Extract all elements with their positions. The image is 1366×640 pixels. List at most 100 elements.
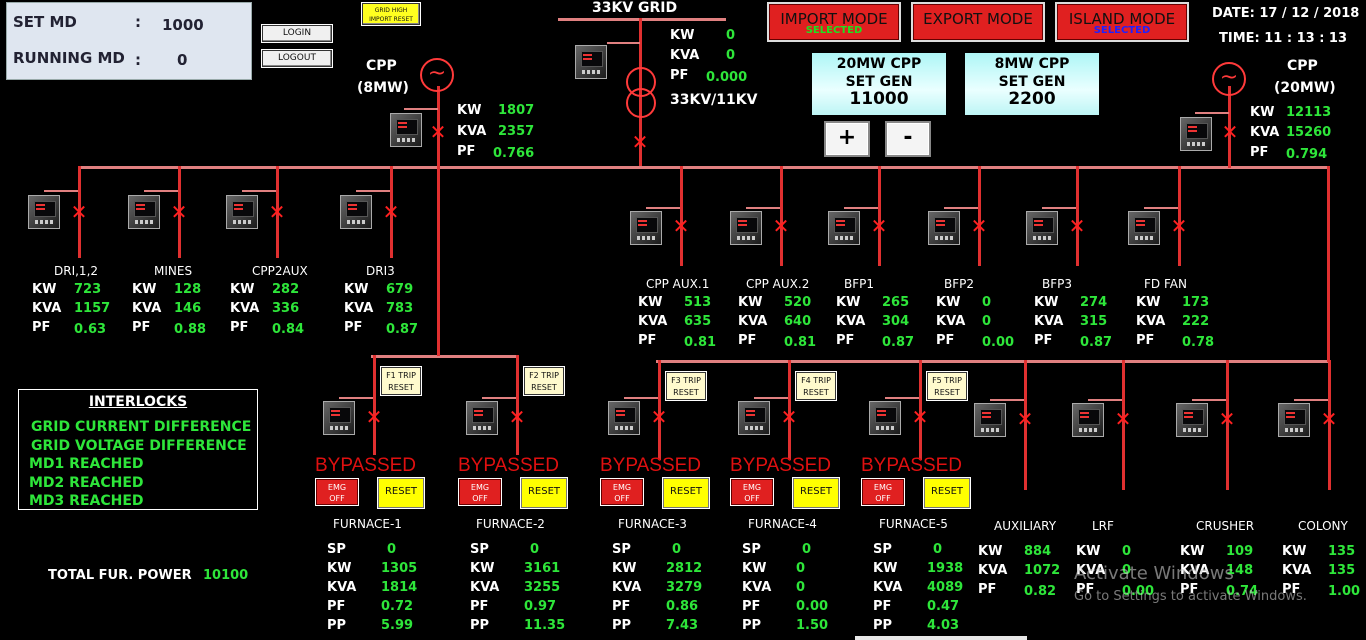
feeder-pf-value: 0.87 [882,335,915,350]
furnace-kw-label: KW [742,561,767,576]
import-mode-button[interactable]: IMPORT MODE SELECTED [767,2,901,42]
cpp20-generator-icon: ~ [1212,62,1246,96]
furnace-meter-icon[interactable] [608,401,640,435]
transformer-icon [626,67,656,118]
feeder-breaker-icon[interactable]: ✕ [1218,407,1236,431]
cpp8-kw-value: 1807 [498,103,535,118]
feeder-meter-link [944,207,978,209]
cpp8-meter-icon[interactable] [390,113,422,147]
furnace-breaker-icon[interactable]: ✕ [780,405,798,429]
grid-reset-label-1: GRID HIGH [374,7,408,14]
feeder-meter-link [1192,399,1226,401]
feeder-breaker-icon[interactable]: ✕ [70,200,88,224]
furnace-kw-label: KW [470,561,495,576]
furnace-reset-button[interactable]: RESET [923,477,971,509]
feeder-kva-label: KVA [132,301,162,316]
furnace-kw-value: 1938 [927,561,964,576]
feeder-pf-value: 0.81 [784,335,817,350]
furnace-bypassed-status: BYPASSED [600,455,702,476]
feeder-meter-icon[interactable] [974,403,1006,437]
right-riser-line [1327,166,1330,362]
feeder-meter-link [990,399,1024,401]
feeder-breaker-icon[interactable]: ✕ [382,200,400,224]
feeder-meter-icon[interactable] [1278,403,1310,437]
logout-button[interactable]: LOGOUT [262,50,332,67]
furnace-reset-button[interactable]: RESET [377,477,425,509]
furnace-meter-icon[interactable] [466,401,498,435]
cpp20-pf-label: PF [1250,145,1269,160]
feeder-breaker-icon[interactable]: ✕ [870,214,888,238]
feeder-breaker-icon[interactable]: ✕ [1170,214,1188,238]
feeder-kw-label: KW [344,282,369,297]
furnace-breaker-icon[interactable]: ✕ [508,405,526,429]
feeder-meter-icon[interactable] [630,211,662,245]
feeder-name: AUXILIARY [994,519,1057,533]
cpp20-breaker-icon[interactable]: ✕ [1221,120,1239,144]
feeder-meter-icon[interactable] [340,195,372,229]
furnace-meter-icon[interactable] [869,401,901,435]
feeder-breaker-icon[interactable]: ✕ [1114,407,1132,431]
plus-button[interactable]: + [824,121,870,157]
cpp20-meter-icon[interactable] [1180,117,1212,151]
feeder-meter-icon[interactable] [226,195,258,229]
feeder-pf-label: PF [32,320,51,335]
grid-meter-link [607,42,640,44]
feeder-breaker-icon[interactable]: ✕ [1320,407,1338,431]
feeder-pf-label: PF [1076,582,1095,597]
cpp20-setgen-box[interactable]: 20MW CPP SET GEN 11000 [812,53,946,115]
feeder-breaker-icon[interactable]: ✕ [1068,214,1086,238]
feeder-meter-icon[interactable] [1176,403,1208,437]
feeder-meter-icon[interactable] [928,211,960,245]
furnace-meter-icon[interactable] [738,401,770,435]
cpp20-kw-label: KW [1250,105,1275,120]
furnace-breaker-icon[interactable]: ✕ [365,405,383,429]
furnace-reset-button[interactable]: RESET [662,477,710,509]
feeder-meter-icon[interactable] [1072,403,1104,437]
feeder-breaker-icon[interactable]: ✕ [170,200,188,224]
furnace-name: FURNACE-3 [618,517,687,531]
feeder-meter-icon[interactable] [828,211,860,245]
feeder-meter-icon[interactable] [128,195,160,229]
island-mode-button[interactable]: ISLAND MODE SELECTED [1055,2,1189,42]
feeder-breaker-icon[interactable]: ✕ [772,214,790,238]
feeder-meter-icon[interactable] [1026,211,1058,245]
cpp8-setgen-box[interactable]: 8MW CPP SET GEN 2200 [965,53,1099,115]
grid-breaker-icon[interactable]: ✕ [631,130,649,154]
grid-pf-label: PF [670,68,689,83]
island-mode-label: ISLAND MODE [1068,10,1176,28]
furnace-breaker-icon[interactable]: ✕ [650,405,668,429]
furnace-meter-icon[interactable] [323,401,355,435]
feeder-kva-label: KVA [1282,563,1312,578]
furnace-reset-button[interactable]: RESET [792,477,840,509]
furnace-breaker-icon[interactable]: ✕ [911,405,929,429]
login-button[interactable]: LOGIN [262,25,332,42]
set-md-value[interactable]: 1000 [162,16,204,34]
feeder-drop-line [276,166,279,258]
feeder-meter-icon[interactable] [1128,211,1160,245]
feeder-breaker-icon[interactable]: ✕ [268,200,286,224]
feeder-meter-icon[interactable] [28,195,60,229]
furnace-kw-value: 0 [796,561,806,576]
furnace-drop-line [658,360,661,460]
furnace-reset-button[interactable]: RESET [520,477,568,509]
feeder-meter-icon[interactable] [730,211,762,245]
feeder-breaker-icon[interactable]: ✕ [1016,407,1034,431]
minus-button[interactable]: - [885,121,931,157]
feeder-breaker-icon[interactable]: ✕ [970,214,988,238]
feeder-breaker-icon[interactable]: ✕ [672,214,690,238]
grid-high-import-reset-button[interactable]: GRID HIGH IMPORT RESET [362,3,420,25]
grid-meter-icon[interactable] [575,45,607,79]
export-mode-button[interactable]: EXPORT MODE [911,2,1045,42]
grid-title: 33KV GRID [592,0,678,16]
cpp8-breaker-icon[interactable]: ✕ [429,120,447,144]
